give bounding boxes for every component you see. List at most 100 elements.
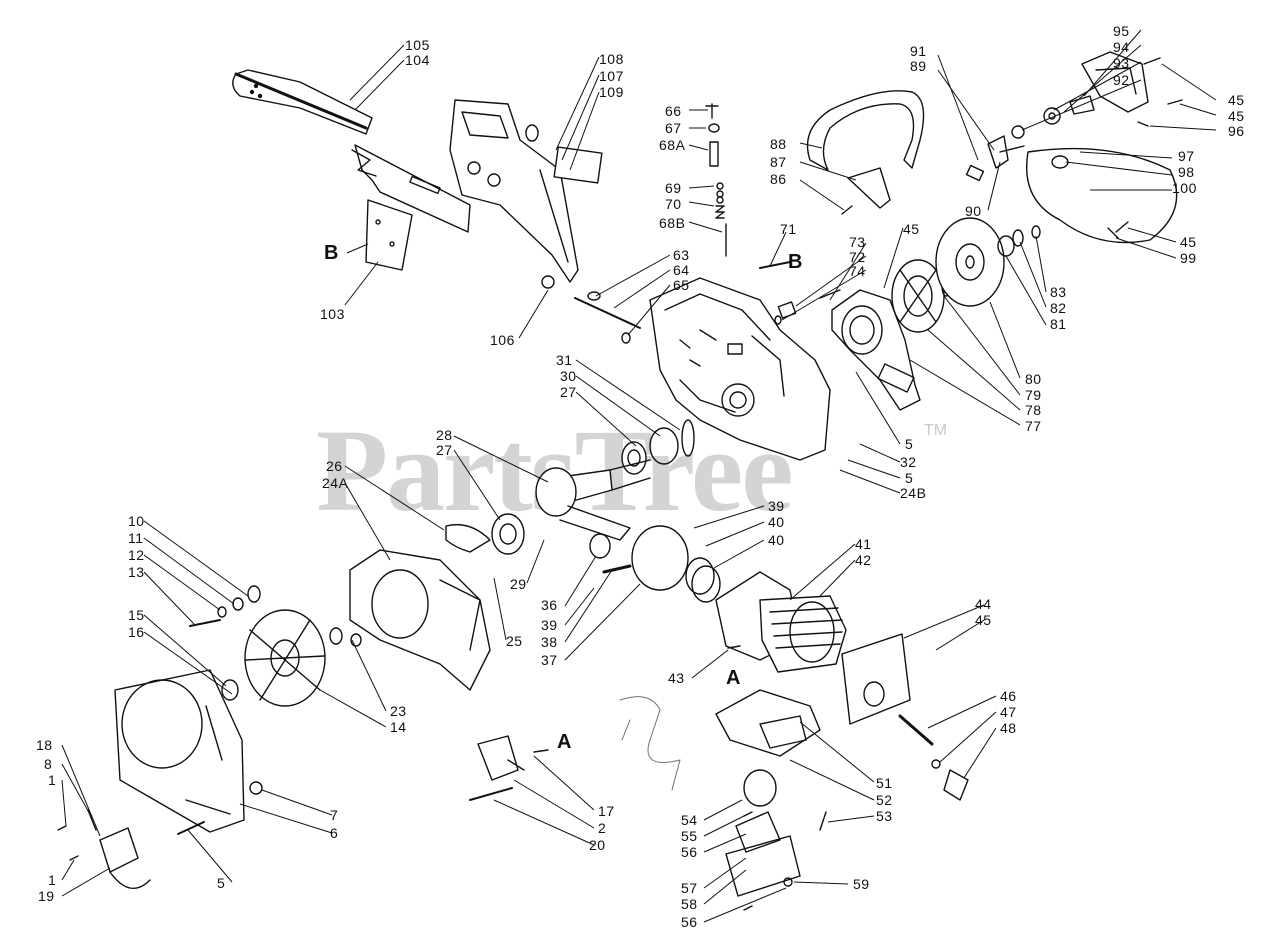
part-label: 41 xyxy=(855,536,872,552)
part-label: 108 xyxy=(599,51,624,67)
ref-letter-b-bar: B xyxy=(324,242,339,264)
ignition-module-17 xyxy=(477,735,549,781)
part-label: 68A xyxy=(659,137,686,153)
clutch-drum-80 xyxy=(935,217,1005,307)
part-label: 5 xyxy=(905,436,914,452)
part-label: 42 xyxy=(855,552,872,568)
part-label: 40 xyxy=(768,532,785,548)
part-label: 78 xyxy=(1025,402,1042,418)
part-label: 31 xyxy=(556,352,573,368)
fan-housing-6 xyxy=(114,669,245,833)
part-label: 28 xyxy=(436,427,453,443)
piston-37 xyxy=(589,525,689,591)
part-label: 30 xyxy=(560,368,577,384)
part-label: 37 xyxy=(541,652,558,668)
part-label: 45 xyxy=(903,221,920,237)
part-label: 39 xyxy=(768,498,785,514)
chain-100 xyxy=(1026,147,1178,244)
part-label: 24A xyxy=(322,475,349,491)
part-label: 23 xyxy=(390,703,407,719)
part-label: 68B xyxy=(659,215,686,231)
part-label: 53 xyxy=(876,808,893,824)
part-label: 12 xyxy=(128,547,145,563)
part-label: 15 xyxy=(128,607,145,623)
part-label: 81 xyxy=(1050,316,1067,332)
part-label: 16 xyxy=(128,624,145,640)
part-label: 47 xyxy=(1000,704,1017,720)
part-label: 44 xyxy=(975,596,992,612)
part-label: 19 xyxy=(38,888,55,904)
part-label: 29 xyxy=(510,576,527,592)
part-label: 109 xyxy=(599,84,624,100)
part-label: 86 xyxy=(770,171,787,187)
part-label: 64 xyxy=(673,262,690,278)
part-label: 18 xyxy=(36,737,53,753)
part-label: 98 xyxy=(1178,164,1195,180)
part-label: 99 xyxy=(1180,250,1197,266)
part-label: 97 xyxy=(1178,148,1195,164)
clutch-cover-77 xyxy=(831,289,921,411)
part-label: 96 xyxy=(1228,123,1245,139)
part-label: 92 xyxy=(1113,72,1130,88)
part-label: 107 xyxy=(599,68,624,84)
part-label: 91 xyxy=(910,43,927,59)
part-label: 71 xyxy=(780,221,797,237)
part-label: 39 xyxy=(541,617,558,633)
part-label: 52 xyxy=(876,792,893,808)
part-label: 80 xyxy=(1025,371,1042,387)
housing-24A xyxy=(349,549,491,691)
crankcase-24B xyxy=(649,277,831,461)
part-label: 105 xyxy=(405,37,430,53)
bar-plate-103 xyxy=(351,144,471,271)
part-label: 1 xyxy=(48,772,57,788)
part-label: 69 xyxy=(665,180,682,196)
part-label: 11 xyxy=(128,530,144,546)
part-label: 40 xyxy=(768,514,785,530)
part-label: 27 xyxy=(560,384,577,400)
part-label: 6 xyxy=(330,825,339,841)
part-label: 83 xyxy=(1050,284,1067,300)
part-label: 56 xyxy=(681,844,698,860)
part-label: 66 xyxy=(665,103,682,119)
part-label: 32 xyxy=(900,454,917,470)
trademark-symbol: TM xyxy=(924,422,948,439)
part-label: 45 xyxy=(1228,92,1245,108)
part-label: 17 xyxy=(598,803,615,819)
part-label: 100 xyxy=(1172,180,1197,196)
oil-pump-parts xyxy=(705,103,727,257)
ignition-coil-8 xyxy=(87,809,151,889)
part-label: 36 xyxy=(541,597,558,613)
part-label: 2 xyxy=(598,820,607,836)
part-label: 58 xyxy=(681,896,698,912)
part-label: 90 xyxy=(965,203,982,219)
cylinder-42 xyxy=(715,571,847,673)
part-label: 106 xyxy=(490,332,515,348)
part-label: 93 xyxy=(1113,55,1130,71)
part-label: 1 xyxy=(48,872,57,888)
part-label: 45 xyxy=(1180,234,1197,250)
ref-letter-a-cylinder: A xyxy=(726,667,741,689)
muffler-44 xyxy=(841,633,911,725)
part-label: 103 xyxy=(320,306,345,322)
part-label: 48 xyxy=(1000,720,1017,736)
part-label: 51 xyxy=(876,775,893,791)
part-label: 55 xyxy=(681,828,698,844)
part-label: 82 xyxy=(1050,300,1067,316)
stud-63 xyxy=(574,297,641,329)
part-label: 45 xyxy=(1228,108,1245,124)
part-label: 27 xyxy=(436,442,453,458)
part-label: 10 xyxy=(128,513,145,529)
part-label: 14 xyxy=(390,719,407,735)
part-label: 24B xyxy=(900,485,927,501)
part-label: 43 xyxy=(668,670,685,686)
part-label: 7 xyxy=(330,807,339,823)
ref-letter-b-case: B xyxy=(788,251,803,273)
part-label: 54 xyxy=(681,812,698,828)
part-label: 63 xyxy=(673,247,690,263)
guide-bar-105 xyxy=(232,69,373,135)
part-label: 5 xyxy=(905,470,914,486)
handlebar-88 xyxy=(806,90,925,215)
part-label: 5 xyxy=(217,875,226,891)
part-label: 65 xyxy=(673,277,690,293)
